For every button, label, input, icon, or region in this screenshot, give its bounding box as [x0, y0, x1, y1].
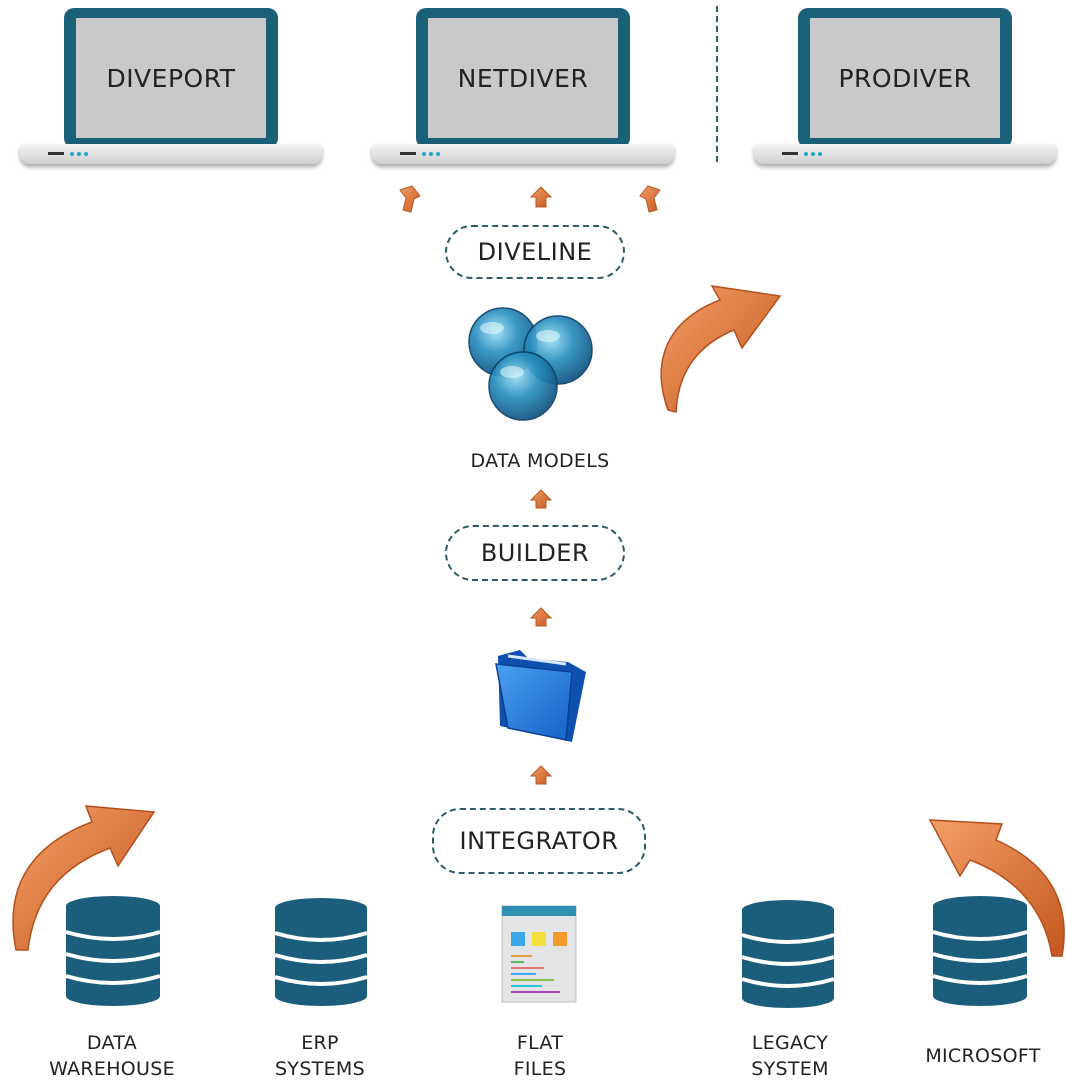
up-arrow-icon [529, 765, 553, 785]
folder-icon [495, 650, 586, 742]
diveline-pill: DIVELINE [445, 225, 625, 279]
laptop-label: NETDIVER [428, 18, 618, 138]
laptop-netdiver: NETDIVER [372, 8, 674, 168]
up-right-arrow-icon [639, 185, 661, 213]
laptop-base [20, 144, 322, 164]
source-label-line1: MICROSOFT [925, 1045, 1041, 1067]
source-label-line2: SYSTEMS [275, 1058, 365, 1080]
laptop-screen-frame: PRODIVER [798, 8, 1012, 148]
database-icon [274, 898, 368, 1006]
source-label-line2: WAREHOUSE [49, 1058, 175, 1080]
database-icon [932, 896, 1028, 1006]
laptop-label: PRODIVER [810, 18, 1000, 138]
source-label-legacy-system: LEGACY SYSTEM [710, 1030, 870, 1082]
laptop-screen-frame: NETDIVER [416, 8, 630, 148]
laptop-label: DIVEPORT [76, 18, 266, 138]
source-label-line1: LEGACY [751, 1032, 829, 1054]
data-models-icon [468, 307, 593, 421]
flat-file-icon [501, 905, 577, 1003]
source-label-erp-systems: ERP SYSTEMS [240, 1030, 400, 1082]
source-label-line1: FLAT [516, 1032, 564, 1054]
laptop-diveport: DIVEPORT [20, 8, 322, 168]
dashed-divider [716, 6, 718, 162]
up-arrow-icon [529, 607, 553, 627]
data-models-label: DATA MODELS [470, 450, 610, 472]
database-icon [65, 896, 161, 1006]
laptop-prodiver: PRODIVER [754, 8, 1056, 168]
curved-arrow-icon [928, 819, 1065, 957]
up-arrow-icon [529, 186, 553, 208]
database-icon [741, 900, 835, 1008]
curved-arrow-icon [12, 805, 156, 951]
laptop-screen-frame: DIVEPORT [64, 8, 278, 148]
laptop-base [754, 144, 1056, 164]
source-label-line1: DATA [86, 1032, 138, 1054]
source-label-flat-files: FLAT FILES [460, 1030, 620, 1082]
up-arrow-icon [529, 489, 553, 509]
source-label-line1: ERP [301, 1032, 339, 1054]
laptop-base [372, 144, 674, 164]
source-label-line2: FILES [513, 1058, 567, 1080]
curved-arrow-icon [660, 285, 782, 413]
source-label-microsoft: MICROSOFT [898, 1043, 1066, 1069]
source-label-data-warehouse: DATA WAREHOUSE [22, 1030, 202, 1082]
integrator-pill: INTEGRATOR [432, 808, 646, 874]
up-left-arrow-icon [399, 185, 421, 213]
builder-pill: BUILDER [445, 525, 625, 581]
source-label-line2: SYSTEM [751, 1058, 829, 1080]
